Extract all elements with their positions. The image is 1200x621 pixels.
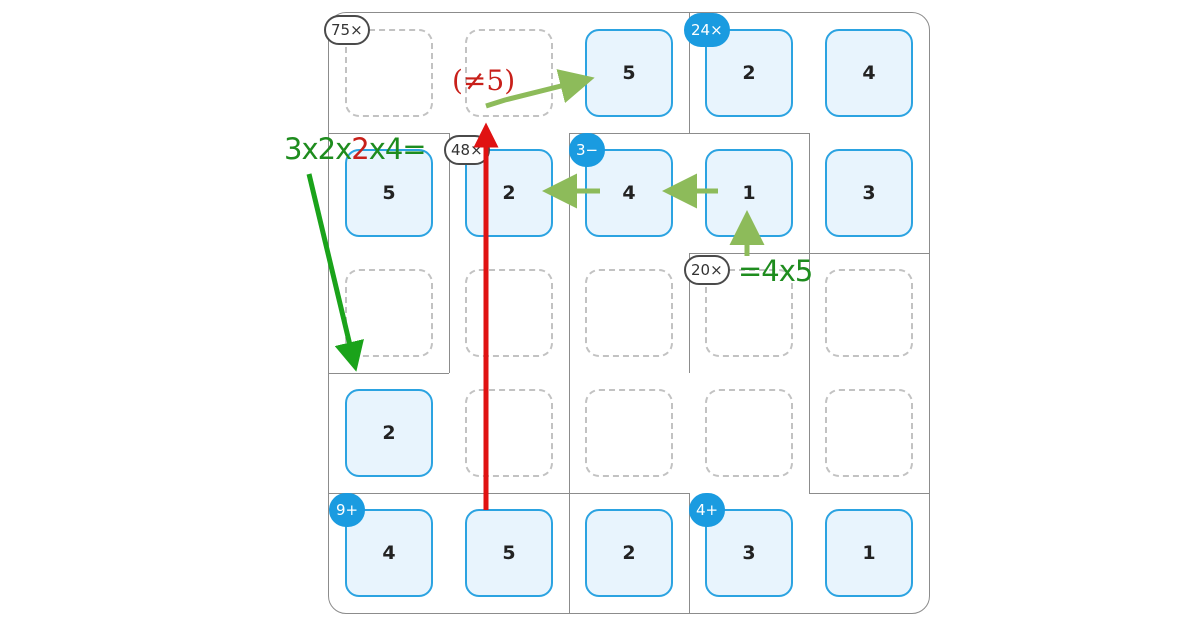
cage-border (329, 493, 569, 494)
cage-label: 48× (444, 135, 490, 165)
product-48-part1: 3x2x (284, 132, 352, 166)
cage-label: 4+ (689, 493, 726, 527)
cage-border (569, 493, 570, 613)
cage-border (689, 253, 690, 373)
cell-r2c5[interactable]: 3 (825, 149, 913, 237)
cell-r5c1[interactable]: 4 (345, 509, 433, 597)
cell-r5c4[interactable]: 3 (705, 509, 793, 597)
cell-r3c2[interactable] (465, 269, 553, 357)
cell-r3c4[interactable] (705, 269, 793, 357)
cage-label: 75× (324, 15, 370, 45)
product-20-annotation: =4x5 (738, 254, 813, 288)
cell-r3c5[interactable] (825, 269, 913, 357)
cage-border (569, 133, 570, 613)
cage-border (569, 493, 689, 494)
cell-r2c4[interactable]: 1 (705, 149, 793, 237)
product-48-highlight: 2 (351, 132, 369, 166)
cell-r4c3[interactable] (585, 389, 673, 477)
cell-r4c4[interactable] (705, 389, 793, 477)
product-48-part2: x4= (368, 132, 427, 166)
cage-label: 9+ (329, 493, 366, 527)
cage-label: 3− (569, 133, 606, 167)
cage-border (329, 133, 449, 134)
cage-border (809, 253, 929, 254)
cell-r4c1[interactable]: 2 (345, 389, 433, 477)
cage-label: 20× (684, 255, 730, 285)
cell-r5c5[interactable]: 1 (825, 509, 913, 597)
product-48-annotation: 3x2x2x4= (284, 132, 427, 166)
cage-border (689, 493, 690, 613)
cell-r5c3[interactable]: 2 (585, 509, 673, 597)
cage-border (809, 493, 929, 494)
cell-r1c3[interactable]: 5 (585, 29, 673, 117)
cage-border (449, 133, 450, 253)
not-five-annotation: (≠5) (452, 64, 516, 97)
cell-r3c3[interactable] (585, 269, 673, 357)
cell-r5c2[interactable]: 5 (465, 509, 553, 597)
cell-r2c1[interactable]: 5 (345, 149, 433, 237)
cell-r4c5[interactable] (825, 389, 913, 477)
cell-r3c1[interactable] (345, 269, 433, 357)
cage-border (329, 373, 449, 374)
cell-r4c2[interactable] (465, 389, 553, 477)
cell-r1c5[interactable]: 4 (825, 29, 913, 117)
cage-border (449, 253, 450, 373)
cage-label: 24× (684, 13, 730, 47)
cage-border (689, 13, 690, 133)
cage-border (569, 133, 809, 134)
cage-border (809, 133, 810, 493)
